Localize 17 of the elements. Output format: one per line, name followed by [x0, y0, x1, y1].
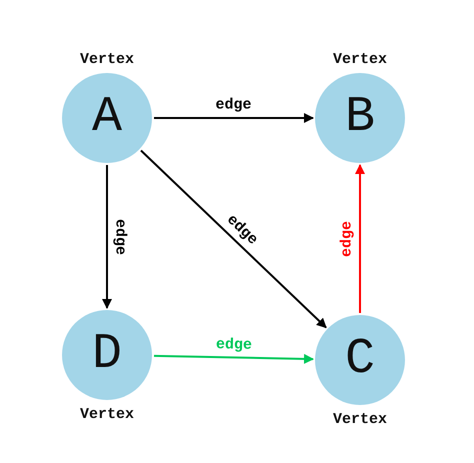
edge-label: edge [216, 98, 252, 112]
vertex-letter: B [344, 93, 375, 143]
vertex-letter: A [92, 93, 122, 143]
vertex-caption: Vertex [80, 51, 134, 68]
vertex-letter: C [344, 335, 375, 385]
vertex-caption: Vertex [333, 51, 387, 68]
arrow [102, 165, 112, 309]
vertex-caption: Vertex [333, 411, 387, 428]
arrow [140, 150, 327, 328]
edge-label: edge [340, 221, 354, 257]
vertex-caption: Vertex [80, 406, 134, 423]
edge-label: edge [216, 336, 252, 352]
arrow [154, 354, 314, 364]
arrow [355, 164, 365, 313]
edge-label: edge [112, 218, 128, 254]
arrow [154, 113, 314, 123]
vertex-letter: D [92, 330, 122, 380]
